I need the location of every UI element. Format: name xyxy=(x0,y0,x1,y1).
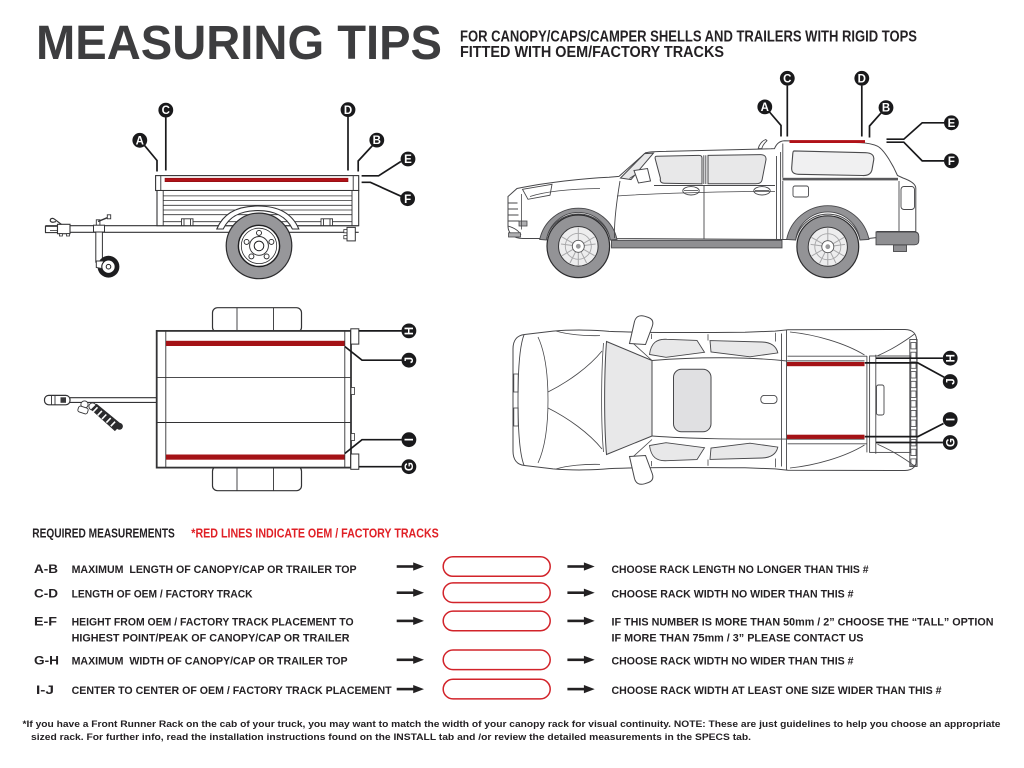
svg-text:B: B xyxy=(882,103,890,115)
svg-text:HIGHEST POINT/PEAK OF CANOPY/C: HIGHEST POINT/PEAK OF CANOPY/CAP OR TRAI… xyxy=(72,632,350,644)
svg-text:IF MORE THAN 75mm / 3” PLEASE: IF MORE THAN 75mm / 3” PLEASE CONTACT US xyxy=(612,632,864,644)
svg-text:CHOOSE RACK WIDTH AT LEAST ONE: CHOOSE RACK WIDTH AT LEAST ONE SIZE WIDE… xyxy=(612,685,942,697)
svg-text:FOR CANOPY/CAPS/CAMPER SHELLS: FOR CANOPY/CAPS/CAMPER SHELLS AND TRAILE… xyxy=(460,29,917,46)
svg-text:CENTER TO CENTER OF OEM / FACT: CENTER TO CENTER OF OEM / FACTORY TRACK … xyxy=(72,685,392,697)
svg-text:sized rack. For further info,: sized rack. For further info, read the i… xyxy=(31,732,751,743)
svg-text:I: I xyxy=(404,438,416,441)
svg-text:C-D: C-D xyxy=(34,589,58,601)
svg-text:B: B xyxy=(373,135,381,147)
svg-text:REQUIRED MEASUREMENTS: REQUIRED MEASUREMENTS xyxy=(32,526,175,541)
svg-text:F: F xyxy=(948,156,955,168)
svg-text:IF THIS NUMBER IS MORE THAN 50: IF THIS NUMBER IS MORE THAN 50mm / 2” CH… xyxy=(612,616,994,628)
svg-text:FITTED WITH OEM/FACTORY TRACKS: FITTED WITH OEM/FACTORY TRACKS xyxy=(460,44,724,61)
svg-text:E: E xyxy=(404,154,412,166)
svg-text:*RED LINES INDICATE OEM / FACT: *RED LINES INDICATE OEM / FACTORY TRACKS xyxy=(191,526,439,541)
svg-text:A-B: A-B xyxy=(34,564,58,576)
svg-text:C: C xyxy=(162,105,170,117)
svg-text:LENGTH OF OEM / FACTORY TRACK: LENGTH OF OEM / FACTORY TRACK xyxy=(72,589,253,601)
svg-text:H: H xyxy=(404,327,416,335)
svg-text:I-J: I-J xyxy=(36,685,54,697)
svg-text:CHOOSE RACK LENGTH NO LONGER T: CHOOSE RACK LENGTH NO LONGER THAN THIS # xyxy=(612,564,869,576)
svg-text:F: F xyxy=(404,194,411,206)
svg-text:G: G xyxy=(404,462,416,471)
svg-text:MAXIMUM LENGTH OF CANOPY/CAP: MAXIMUM LENGTH OF CANOPY/CAP OR TRAILER … xyxy=(72,564,357,576)
svg-text:CHOOSE RACK WIDTH NO WIDER THA: CHOOSE RACK WIDTH NO WIDER THAN THIS # xyxy=(612,656,854,668)
svg-text:G: G xyxy=(945,438,957,447)
svg-text:D: D xyxy=(344,105,352,117)
svg-text:I: I xyxy=(945,418,957,421)
svg-text:D: D xyxy=(858,73,866,85)
svg-text:*If you have a Front Runner Ra: *If you have a Front Runner Rack on the … xyxy=(23,719,1001,730)
svg-text:C: C xyxy=(783,73,791,85)
svg-text:J: J xyxy=(404,357,416,363)
svg-text:HEIGHT FROM OEM / FACTORY TRAC: HEIGHT FROM OEM / FACTORY TRACK PLACEMEN… xyxy=(72,616,354,628)
svg-text:E: E xyxy=(948,118,956,130)
svg-text:CHOOSE RACK WIDTH NO WIDER THA: CHOOSE RACK WIDTH NO WIDER THAN THIS # xyxy=(612,589,854,601)
svg-text:H: H xyxy=(945,354,957,362)
svg-text:J: J xyxy=(945,378,957,384)
svg-text:A: A xyxy=(136,135,144,147)
svg-text:MEASURING TIPS: MEASURING TIPS xyxy=(36,17,442,70)
svg-text:G-H: G-H xyxy=(34,656,59,668)
svg-text:A: A xyxy=(761,102,769,114)
svg-text:MAXIMUM WIDTH OF CANOPY/CAP O: MAXIMUM WIDTH OF CANOPY/CAP OR TRAILER T… xyxy=(72,656,348,668)
svg-text:E-F: E-F xyxy=(34,616,57,628)
